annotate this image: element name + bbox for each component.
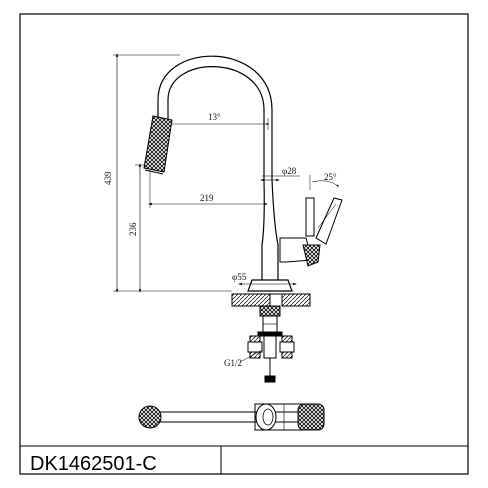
dimension-base-diameter: φ55 (232, 272, 297, 286)
spout-reach-label: 219 (200, 193, 214, 203)
dimension-spout-reach: 219 (148, 170, 268, 208)
body-diameter-label: φ28 (282, 166, 297, 176)
mounting-hardware (239, 305, 295, 383)
base-diameter-label: φ55 (232, 272, 247, 282)
dimension-spout-height: 236 (128, 163, 150, 293)
thread-label: G1/2 (224, 358, 242, 368)
top-view (138, 403, 325, 431)
spray-angle-label: 13° (208, 112, 221, 122)
dimension-body-diameter: φ28 (260, 166, 300, 182)
total-height-label: 439 (103, 171, 113, 185)
countertop-section (231, 293, 311, 307)
spout-height-label: 236 (128, 222, 138, 236)
drawing-frame (19, 13, 469, 475)
dimension-total-height: 439 (103, 53, 232, 293)
dimension-handle-angle: 25° (309, 172, 340, 190)
dimension-spray-angle: 13° (172, 112, 270, 130)
handle-angle-label: 25° (324, 172, 337, 182)
handle-lever (279, 197, 343, 267)
spray-head (143, 115, 173, 175)
faucet-body (157, 55, 293, 292)
model-number: DK1462501-C (30, 453, 157, 475)
